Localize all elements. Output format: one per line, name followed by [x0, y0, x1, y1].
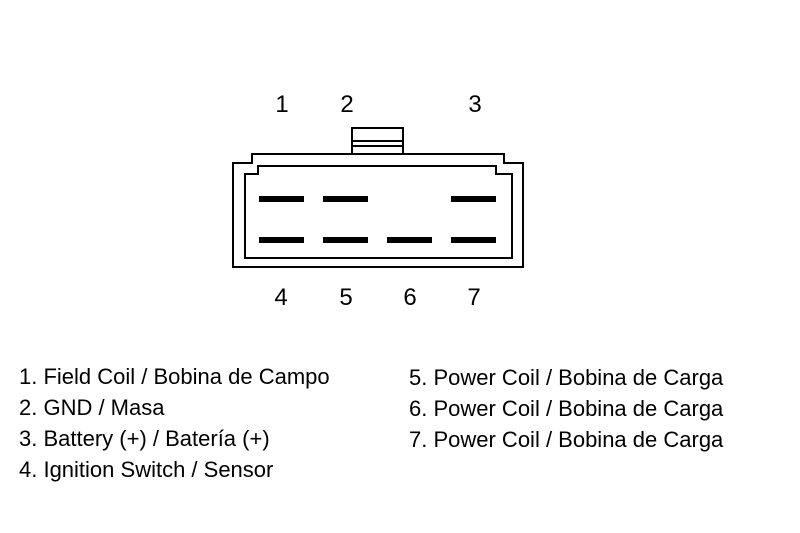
pin-label-3: 3 [468, 91, 481, 118]
legend-item-6: 6. Power Coil / Bobina de Carga [409, 396, 724, 421]
legend-item-4: 4. Ignition Switch / Sensor [19, 457, 274, 482]
terminal-5 [323, 237, 368, 243]
terminal-2 [323, 196, 368, 202]
connector-cavity [244, 165, 513, 259]
pin-label-2: 2 [340, 91, 353, 118]
pin-label-4: 4 [274, 284, 287, 311]
legend-item-1: 1. Field Coil / Bobina de Campo [19, 364, 330, 389]
terminal-6 [387, 237, 432, 243]
terminal-3 [451, 196, 496, 202]
pin-label-1: 1 [275, 91, 288, 118]
pin-label-5: 5 [339, 284, 352, 311]
terminal-4 [259, 237, 304, 243]
terminal-1 [259, 196, 304, 202]
legend-right: 5. Power Coil / Bobina de Carga 6. Power… [409, 362, 723, 455]
legend-left: 1. Field Coil / Bobina de Campo 2. GND /… [19, 361, 330, 485]
pin-label-7: 7 [467, 284, 480, 311]
terminal-7 [451, 237, 496, 243]
legend-item-3: 3. Battery (+) / Batería (+) [19, 426, 270, 451]
pin-label-6: 6 [403, 284, 416, 311]
connector-housing [232, 153, 524, 268]
legend-item-5: 5. Power Coil / Bobina de Carga [409, 365, 724, 390]
locking-tab [351, 127, 404, 155]
legend-item-2: 2. GND / Masa [19, 395, 165, 420]
legend-item-7: 7. Power Coil / Bobina de Carga [409, 427, 724, 452]
